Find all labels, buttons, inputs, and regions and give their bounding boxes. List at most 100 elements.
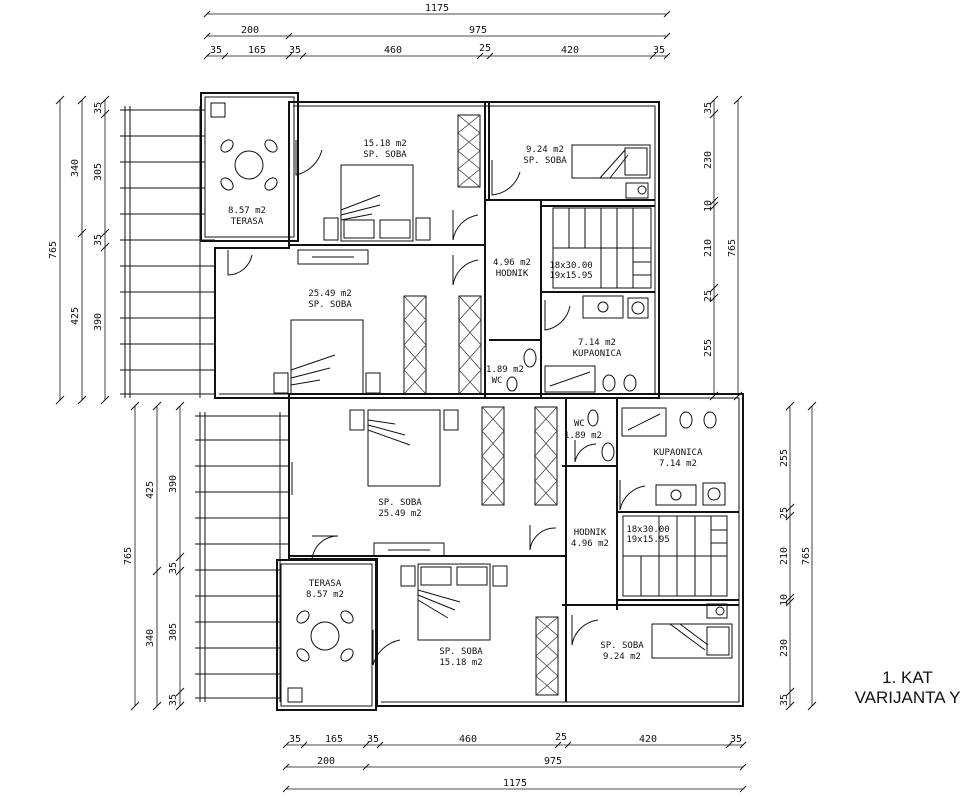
lower-soba-a-name: SP. SOBA: [439, 647, 483, 657]
upper-wardrobe-c-icon: [403, 295, 482, 395]
dim-right-lower-6: 230: [779, 639, 790, 657]
left-lower-dimensions: 765 425 340 390 35 305 35: [123, 401, 185, 711]
dim-bottom-right: 975: [544, 756, 562, 767]
dim-top-seg-1: 35: [210, 45, 222, 56]
upper-bed-c-icon: [273, 319, 381, 395]
lower-hodnik-area: 4.96 m2: [571, 539, 609, 549]
title-line-2: VARIJANTA Y: [854, 688, 961, 707]
dim-right-upper-6: 25: [703, 290, 714, 302]
upper-door-b-icon: [491, 160, 521, 196]
lower-door-a-icon: [372, 630, 401, 666]
lower-wardrobe-c-icon: [481, 406, 558, 506]
lower-wc-name: WC: [574, 419, 585, 429]
upper-terasa-wall: [200, 92, 299, 242]
right-upper-dimensions: 35 230 10 210 25 255 765: [703, 95, 743, 401]
dim-bottom-seg-1: 35: [289, 734, 301, 745]
upper-kupaonica-area: 7.14 m2: [578, 338, 616, 348]
drawing-title: 1. KAT VARIJANTA Y: [840, 668, 975, 708]
lower-door-b-icon: [571, 615, 599, 646]
left-upper-dimensions: 765 340 425 35 305 35 390: [48, 95, 110, 405]
upper-wc-name: WC: [492, 376, 503, 386]
dim-right-lower-1: 765: [801, 547, 812, 565]
dim-bottom-seg-7: 35: [730, 734, 742, 745]
lower-soba-a-area: 15.18 m2: [439, 658, 482, 668]
dim-top-seg-7: 35: [653, 45, 665, 56]
dim-right-lower-4: 210: [779, 547, 790, 565]
dim-bottom-seg-3: 35: [367, 734, 379, 745]
dim-top-seg-2: 165: [248, 45, 266, 56]
upper-soba-a-name: SP. SOBA: [363, 150, 407, 160]
upper-table-icon: [220, 139, 278, 191]
dim-bottom-left: 200: [317, 756, 335, 767]
dim-bottom-total: 1175: [503, 778, 527, 789]
upper-terasa-area: 8.57 m2: [228, 206, 266, 216]
dim-top-right: 975: [469, 25, 487, 36]
dim-right-upper-1: 765: [727, 239, 738, 257]
lower-door-c2-icon: [311, 535, 339, 561]
upper-bath-fixtures-icon: [544, 295, 649, 393]
dim-bottom-seg-4: 460: [459, 734, 477, 745]
dim-left-lower-3: 340: [145, 629, 156, 647]
dim-right-upper-4: 10: [703, 200, 714, 212]
lower-soba-b-area: 9.24 m2: [603, 652, 641, 662]
lower-terasa-wall: [276, 559, 377, 711]
dim-left-lower-6: 305: [168, 623, 179, 641]
dim-bottom-seg-6: 420: [639, 734, 657, 745]
upper-wc-area: 1.89 m2: [486, 365, 524, 375]
upper-stairs-line1: 18x30.00: [549, 261, 592, 271]
dim-left-upper-4: 35: [93, 102, 104, 114]
dim-bottom-seg-5: 25: [555, 732, 567, 743]
lower-door-c3-icon: [529, 525, 557, 551]
upper-soba-a-area: 15.18 m2: [363, 139, 406, 149]
upper-wc-icon: [506, 348, 537, 392]
lower-door-kup-icon: [619, 480, 646, 511]
lower-bath-fixtures-icon: [621, 407, 726, 506]
dim-right-lower-3: 25: [779, 507, 790, 519]
top-dimensions: 1175 200 975 35 165 35 460 25 420 35: [203, 3, 671, 60]
lower-door-wc-icon: [574, 440, 597, 463]
upper-stairs-line2: 19x15.95: [549, 271, 592, 281]
dim-top-seg-5: 25: [479, 43, 491, 54]
lower-terasa-name: TERASA: [309, 579, 342, 589]
lower-pergola: [195, 412, 290, 702]
dim-right-lower-7: 35: [779, 694, 790, 706]
upper-plan: 8.57 m2 TERASA 15.18 m2 SP. SOBA: [120, 92, 660, 399]
lower-stairs: [622, 515, 728, 597]
upper-soba-c-name: SP. SOBA: [308, 300, 352, 310]
lower-outer-wall: [288, 393, 744, 707]
lower-stairs-line1: 18x30.00: [626, 525, 669, 535]
dim-right-upper-7: 255: [703, 339, 714, 357]
lower-soba-b-name: SP. SOBA: [600, 641, 644, 651]
dim-top-seg-4: 460: [384, 45, 402, 56]
dim-right-lower-5: 10: [779, 594, 790, 606]
dim-left-upper-6: 35: [93, 234, 104, 246]
lower-plan: TERASA 8.57 m2 WC 1.89 m2 KUPAONICA 7.14…: [195, 393, 744, 711]
upper-bed-a-icon: [323, 164, 431, 242]
dim-left-upper-3: 425: [70, 307, 81, 325]
dim-right-upper-3: 230: [703, 151, 714, 169]
upper-terasa-name: TERASA: [231, 217, 264, 227]
upper-door-a2-icon: [452, 210, 479, 241]
upper-soba-c-area: 25.49 m2: [308, 289, 351, 299]
dim-left-upper-5: 305: [93, 163, 104, 181]
upper-bed-b-icon: [571, 144, 651, 199]
upper-door-c2-icon: [452, 255, 479, 286]
upper-door-kup-icon: [544, 300, 571, 331]
lower-bed-a-icon: [400, 563, 508, 641]
dim-left-upper-1: 765: [48, 241, 59, 259]
dim-bottom-seg-2: 165: [325, 734, 343, 745]
title-line-1: 1. KAT: [882, 668, 933, 687]
dim-left-lower-1: 765: [123, 547, 134, 565]
lower-terasa-area: 8.57 m2: [306, 590, 344, 600]
lower-bed-b-icon: [651, 603, 733, 659]
upper-door-c-icon: [227, 250, 253, 276]
lower-wc-icon: [587, 409, 615, 462]
upper-kupaonica-name: KUPAONICA: [573, 349, 622, 359]
upper-wardrobe-a-icon: [457, 114, 481, 188]
lower-soba-c-area: 25.49 m2: [378, 509, 421, 519]
dim-left-upper-7: 390: [93, 313, 104, 331]
dim-left-lower-4: 390: [168, 475, 179, 493]
lower-soba-c-name: SP. SOBA: [378, 498, 422, 508]
lower-wardrobe-a-icon: [535, 616, 559, 696]
